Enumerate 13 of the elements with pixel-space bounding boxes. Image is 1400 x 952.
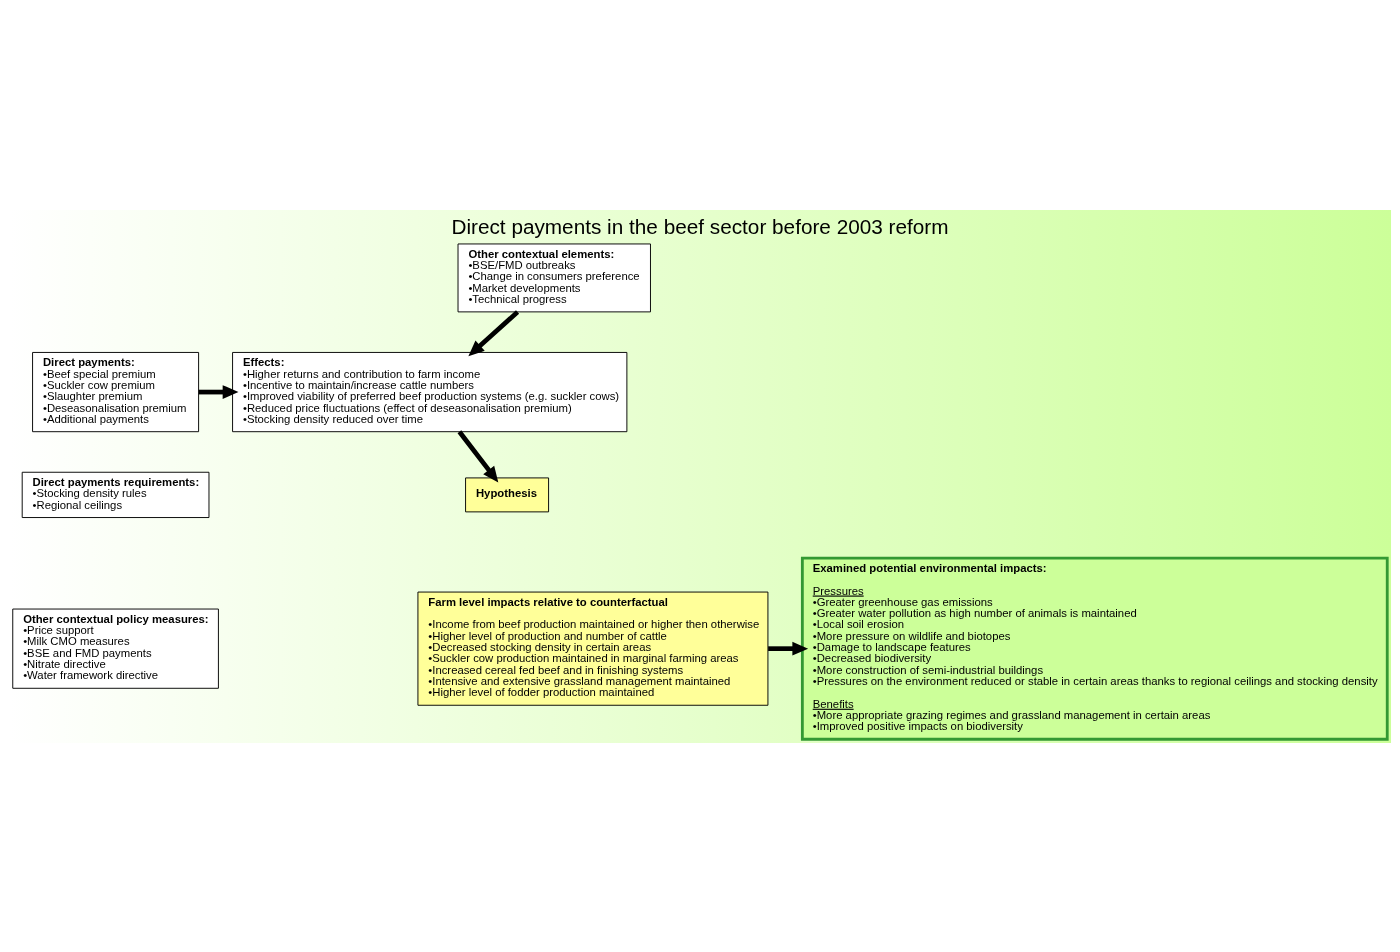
node-box: Direct payments requirements: •Stocking density rules •Regional ceilings xyxy=(21,471,210,518)
node-box: Hypothesis xyxy=(465,476,550,512)
arrow xyxy=(198,384,239,399)
arrow xyxy=(468,309,520,356)
diagram-title: Direct payments in the beef sector before 2003 reform xyxy=(451,214,949,238)
node-box: Effects: •Higher returns and contribution to farm income •Incentive to maintain/increase cattle numbers •Improved viability of preferred beef production systems (e.g. suckler cows) •Reduced price fluctuations (effect of deseasonalisation premium) •Stocking density reduced over time xyxy=(232,351,628,432)
node-box: Examined potential environmental impacts: Pressures •Greater greenhouse gas emissions •Greater water pollution as high number of animals is maintained •Local soil erosion •More pressure on wildlife and biotopes •Damage to landscape features •Decreased biodiversity •More construction of semi-industrial buildings •Pressures on the environment reduced or stable in certain areas thanks to regional ceilings and stocking density Benefits •More appropriate grazing regimes and grassland management in certain areas •Improved positive impacts on biodiversity xyxy=(800,556,1389,741)
node-box: Farm level impacts relative to counterfactual •Income from beef production maintained or higher then otherwise •Higher level of production and number of cattle •Decreased stocking density in certain areas •Suckler cow production maintained in marginal farming areas •Increased cereal fed beef and in finishing systems •Intensive and extensive grassland management maintained •Higher level of fodder production maintained xyxy=(417,591,769,706)
node-box: Other contextual elements: •BSE/FMD outbreaks •Change in consumers preference •Market developments •Technical progress xyxy=(457,243,651,312)
node-box: Other contextual policy measures: •Price support •Milk CMO measures •BSE and FMD payments •Nitrate directive •Water framework directive xyxy=(12,608,219,689)
node-box: Direct payments: •Beef special premium •Suckler cow premium •Slaughter premium •Deseasonalisation premium •Additional payments xyxy=(32,351,200,432)
arrow xyxy=(457,429,499,483)
arrow xyxy=(768,641,809,656)
